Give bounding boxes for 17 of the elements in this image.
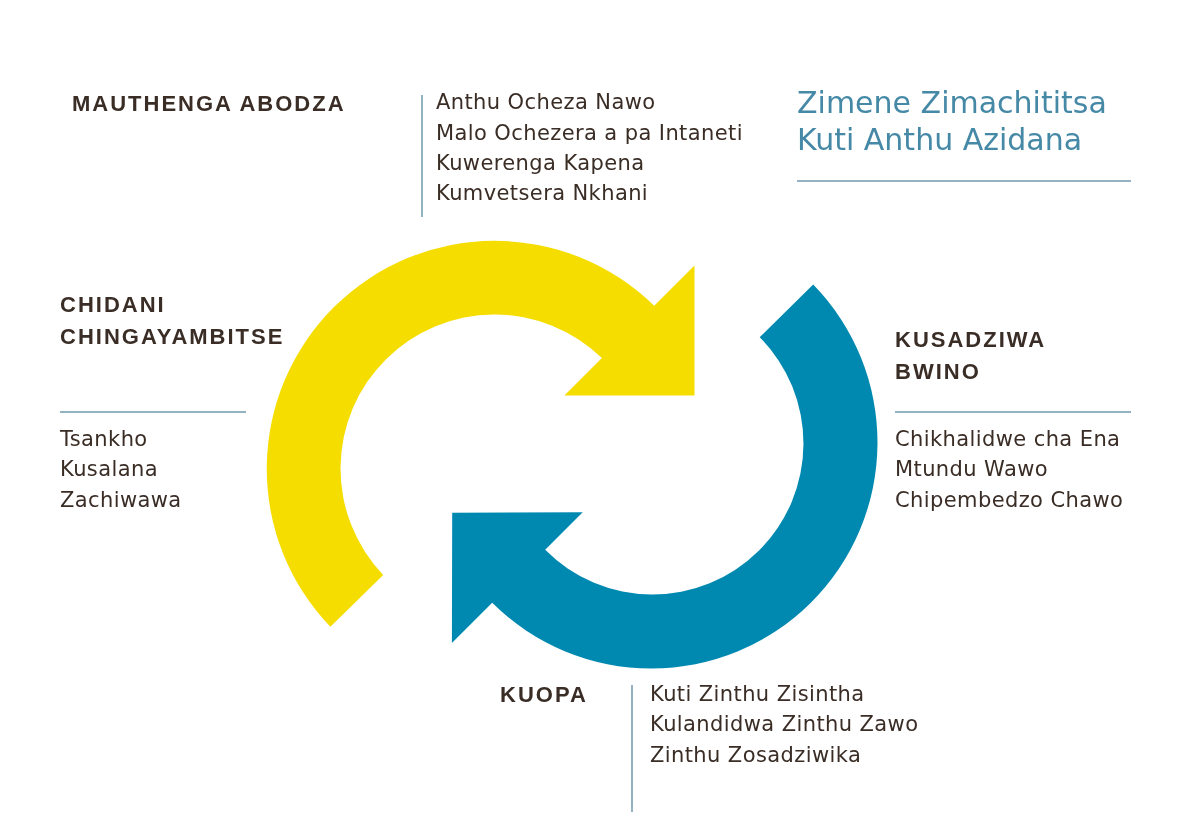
list-item: Anthu Ocheza Nawo	[436, 89, 656, 116]
list-item: Zachiwawa	[60, 487, 182, 514]
title: Zimene Zimachititsa Kuti Anthu Azidana	[797, 84, 1108, 158]
list-item: Kuwerenga Kapena Kumvetsera Nkhani	[436, 150, 650, 207]
list-item: Zinthu Zosadziwika	[650, 742, 862, 769]
list-item: Mtundu Wawo	[895, 456, 1048, 483]
list-item: Kuti Zinthu Zisintha	[650, 681, 865, 708]
list-item: Chikhalidwe cha Ena	[895, 426, 1121, 453]
list-item: Tsankho	[60, 426, 148, 453]
category-heading: KUOPA	[500, 681, 588, 709]
category-heading: CHIDANI CHINGAYAMBITSE	[60, 291, 285, 351]
category-heading: MAUTHENGA ABODZA	[72, 90, 346, 118]
list-item: Kusalana	[60, 456, 158, 483]
list-item: Kulandidwa Zinthu Zawo	[650, 711, 919, 738]
category-heading: KUSADZIWA BWINO	[895, 326, 1046, 386]
list-item: Malo Ochezera a pa Intaneti	[436, 119, 743, 147]
list-item: Chipembedzo Chawo	[895, 487, 1124, 514]
